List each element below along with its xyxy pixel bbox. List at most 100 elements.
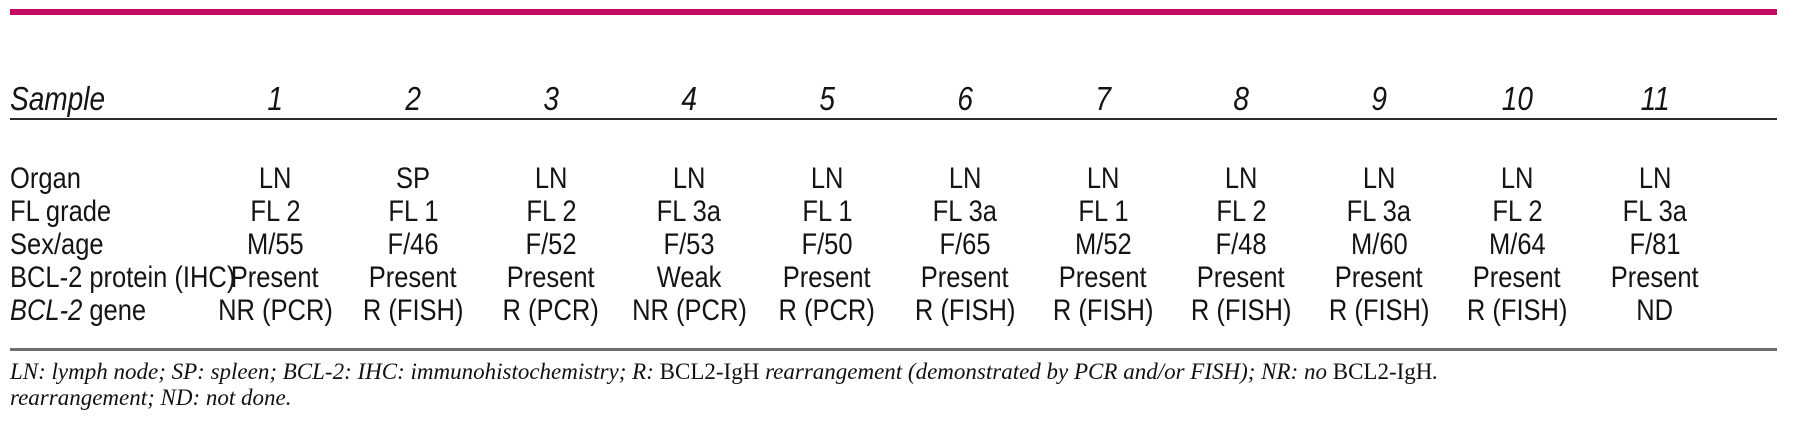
cell-value: M/55 [246,228,304,261]
column-header: 11 [1586,15,1724,120]
column-header: 4 [620,15,758,120]
table-cell: FL 3a [1586,195,1724,228]
table-cell: FL 2 [1448,195,1586,228]
table-cell: Present [1034,261,1172,294]
column-header-label: 5 [819,80,835,117]
table-cell: FL 1 [758,195,896,228]
footnote-segment: rearrangement (demonstrated by PCR and/o… [759,359,1333,384]
row-label: FL grade [10,195,206,228]
table-cell: LN [1172,119,1310,195]
table-cell: LN [1586,119,1724,195]
table-cell: Present [758,261,896,294]
table-cell: M/60 [1310,228,1448,261]
cell-value: FL 1 [1077,195,1129,228]
table-cell: M/55 [206,228,344,261]
table-cell: F/50 [758,228,896,261]
corner-header-label: Sample [10,80,106,117]
cell-value: Present [369,261,457,294]
cell-value: Present [1197,261,1285,294]
row-label: Sex/age [10,228,206,261]
table-cell: Present [1448,261,1586,294]
table-cell: LN [1034,119,1172,195]
cell-value: R (FISH) [1466,294,1568,327]
table-cell: Present [482,261,620,294]
cell-value: F/52 [525,228,577,261]
cell-value: FL 2 [1215,195,1267,228]
table-cell: R (FISH) [1172,294,1310,351]
table-cell: Present [344,261,482,294]
cell-value: Present [1611,261,1699,294]
column-header: 3 [482,15,620,120]
footnote-segment: . [1432,359,1439,384]
column-header-label: 9 [1371,80,1387,117]
cell-value: Present [1335,261,1423,294]
cell-value: LN [258,162,292,195]
spacer-cell [1724,261,1777,294]
cell-value: LN [672,162,706,195]
table-cell: LN [620,119,758,195]
table-cell: NR (PCR) [620,294,758,351]
table-cell: FL 2 [206,195,344,228]
table-cell: Present [206,261,344,294]
table-cell: R (FISH) [896,294,1034,351]
column-header: 10 [1448,15,1586,120]
row-label-text: Sex/age [10,228,104,261]
cell-value: LN [948,162,982,195]
column-header-label: 8 [1233,80,1249,117]
cell-value: SP [395,162,431,195]
cell-value: LN [1362,162,1396,195]
cell-value: R (FISH) [362,294,464,327]
cell-value: NR (PCR) [217,294,333,327]
table-cell: LN [482,119,620,195]
cell-value: Weak [656,261,722,294]
cell-value: FL 1 [801,195,853,228]
cell-value: LN [1638,162,1672,195]
table-cell: R (FISH) [1310,294,1448,351]
table-cell: F/65 [896,228,1034,261]
column-header-label: 3 [543,80,559,117]
table-cell: F/52 [482,228,620,261]
cell-value: Present [1473,261,1561,294]
cell-value: FL 2 [525,195,577,228]
table-cell: R (FISH) [1448,294,1586,351]
table-cell: M/52 [1034,228,1172,261]
accent-bar [10,9,1777,15]
table-cell: LN [896,119,1034,195]
column-header: 8 [1172,15,1310,120]
spacer-cell [1724,195,1777,228]
table-cell: R (FISH) [1034,294,1172,351]
cell-value: Present [1059,261,1147,294]
table-cell: FL 3a [620,195,758,228]
cell-value: FL 3a [1346,195,1412,228]
row-label-text: FL grade [10,195,112,228]
cell-value: Present [783,261,871,294]
cell-value: LN [1224,162,1258,195]
column-header: 9 [1310,15,1448,120]
table-cell: R (PCR) [758,294,896,351]
table-cell: R (PCR) [482,294,620,351]
cell-value: LN [810,162,844,195]
cell-value: LN [1086,162,1120,195]
table-footnote: LN: lymph node; SP: spleen; BCL-2: IHC: … [10,359,1800,411]
cell-value: R (FISH) [1190,294,1292,327]
row-label: BCL-2 protein (IHC) [10,261,235,294]
corner-header: Sample [10,15,206,120]
table-cell: F/53 [620,228,758,261]
cell-value: R (PCR) [502,294,600,327]
cell-value: R (PCR) [778,294,876,327]
cell-value: FL 1 [387,195,439,228]
cell-value: F/81 [1629,228,1681,261]
row-label-text: Organ [10,162,81,195]
cell-value: LN [534,162,568,195]
cell-value: F/53 [663,228,715,261]
cell-value: NR (PCR) [631,294,747,327]
cell-value: F/50 [801,228,853,261]
cell-value: M/60 [1350,228,1408,261]
cell-value: F/48 [1215,228,1267,261]
